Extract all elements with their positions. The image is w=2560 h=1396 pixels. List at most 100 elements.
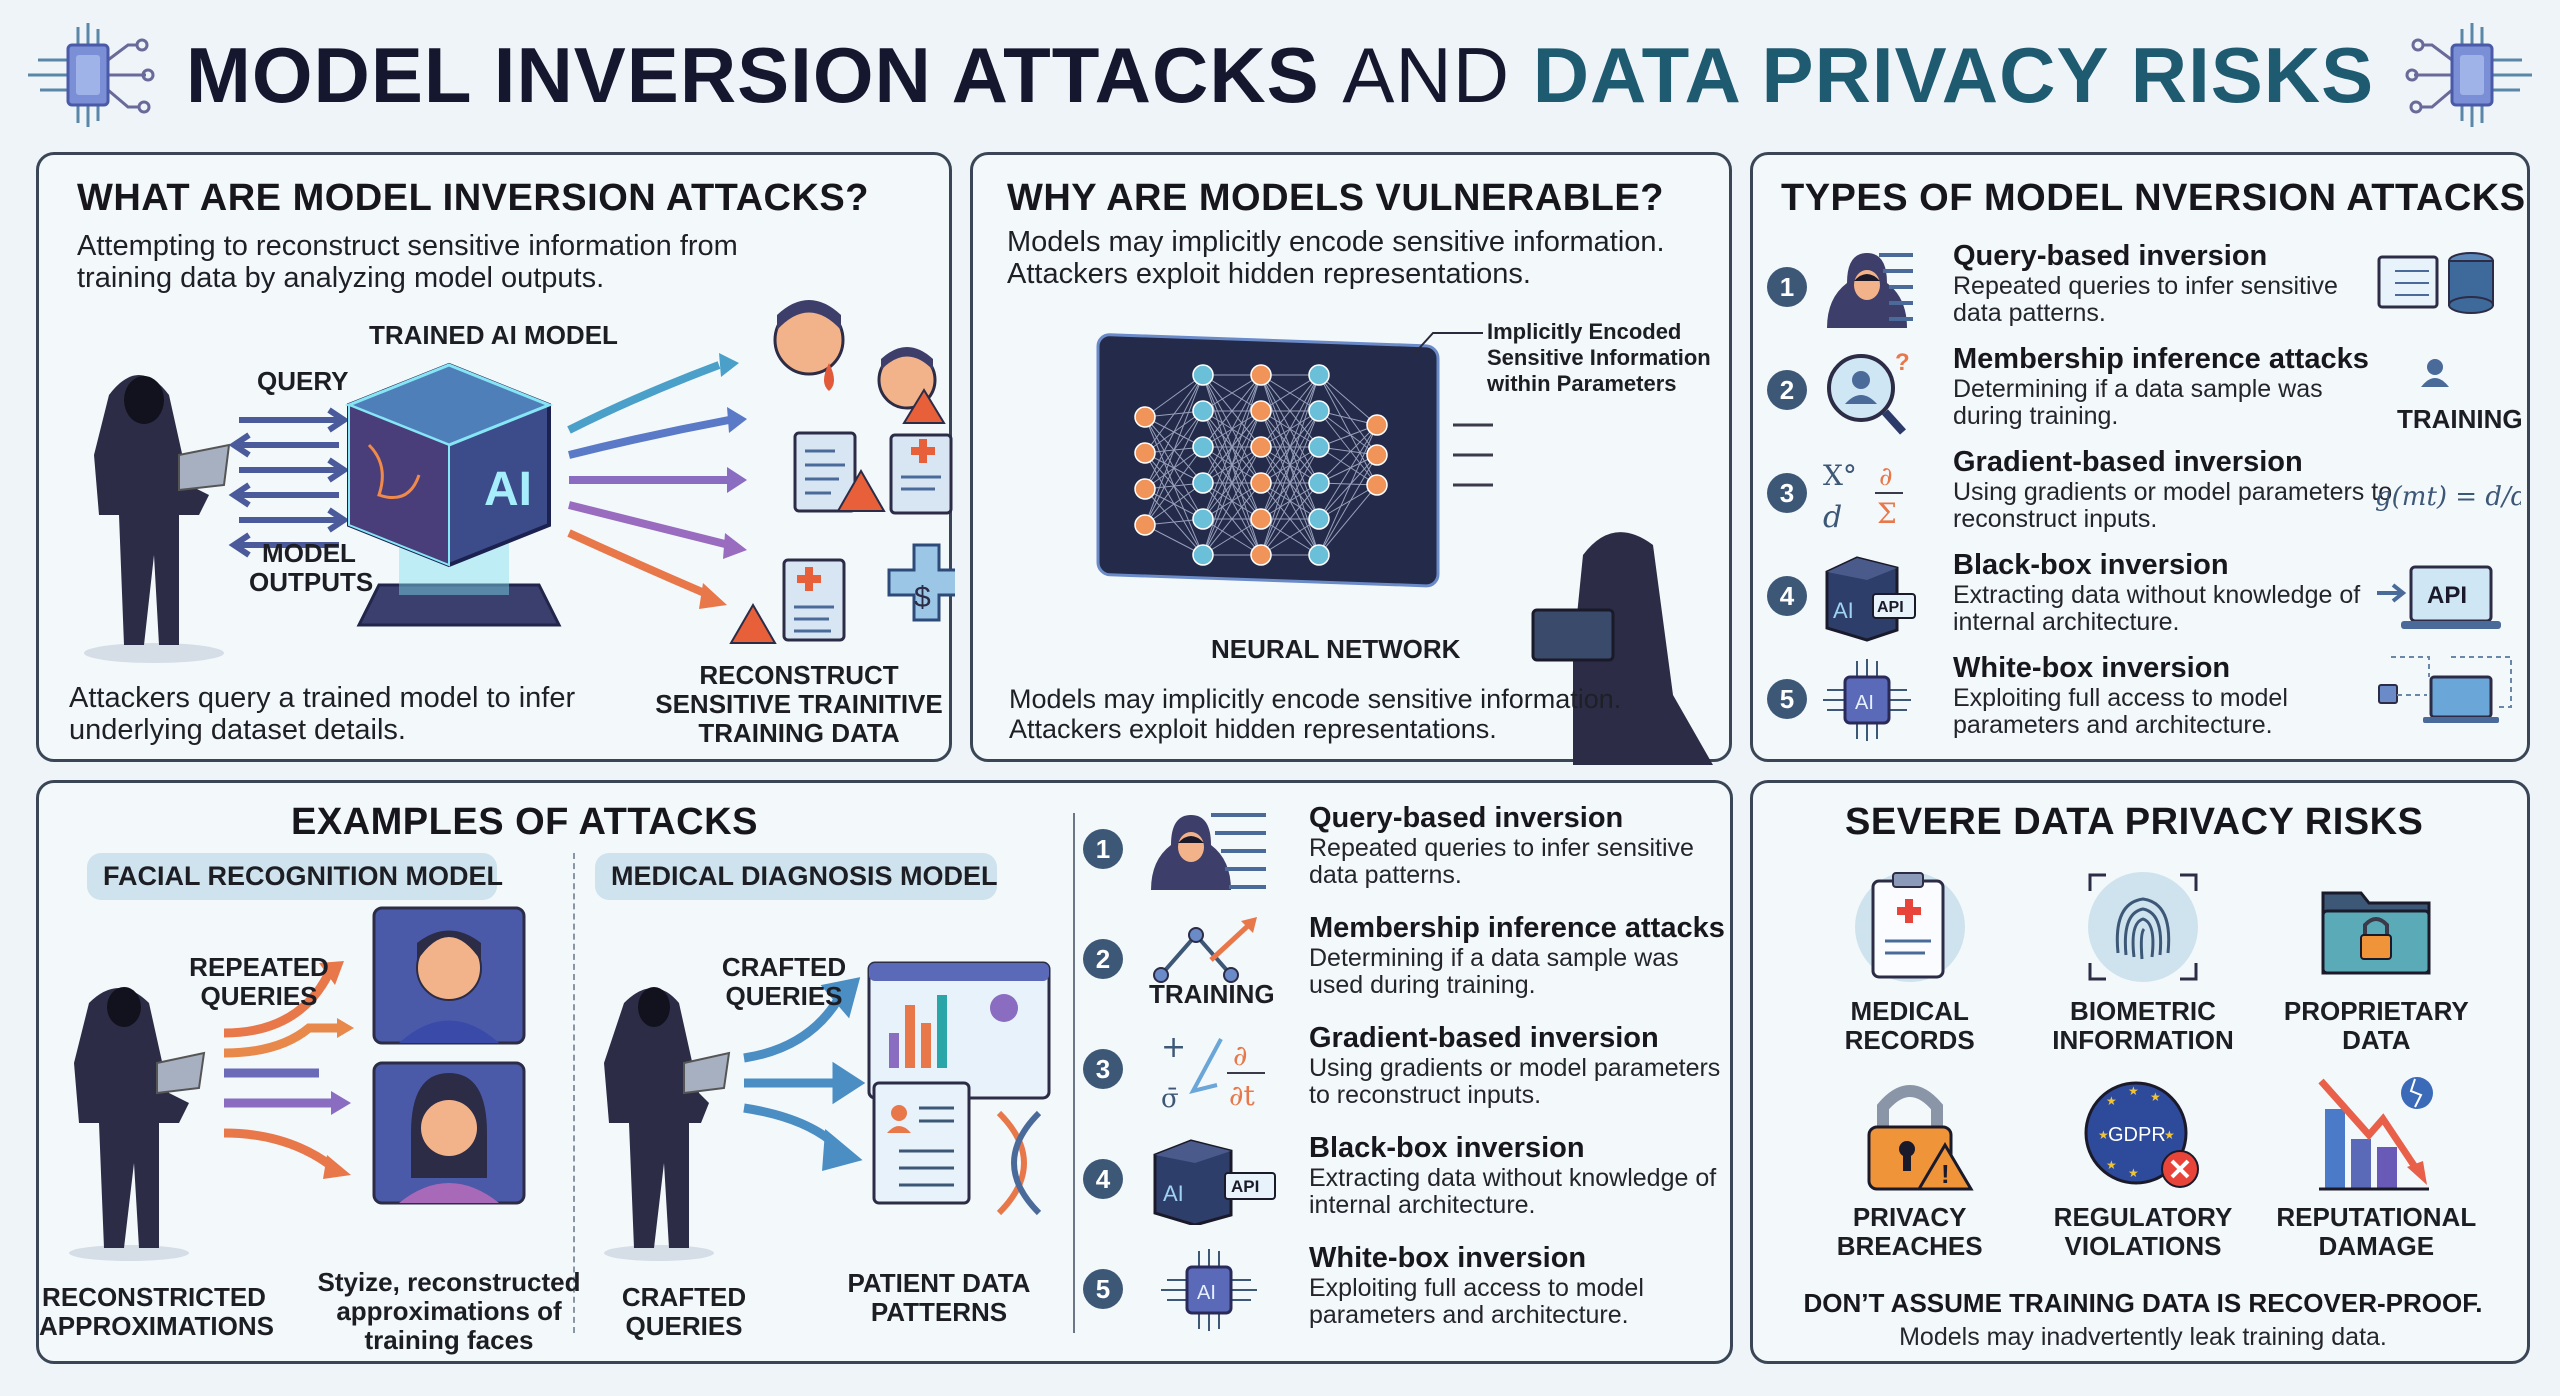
what-are-heading: WHAT ARE MODEL INVERSION ATTACKS? (77, 177, 869, 219)
ai-chip-icon: AI (1161, 1249, 1257, 1331)
neural-network-label: NEURAL NETWORK (1211, 634, 1461, 664)
page-header: MODEL INVERSION ATTACKS AND DATA PRIVACY… (0, 0, 2560, 150)
fingerprint-icon (2087, 872, 2198, 982)
type-description: Extracting data without knowledge of int… (1953, 580, 2361, 637)
api-laptop-icon: API (2377, 565, 2501, 629)
circuit-chip-icon (27, 23, 155, 127)
math-symbols-icon: + σ̄ ∂ ∂t (1161, 1030, 1265, 1114)
type-title: Query-based inversion (1309, 802, 1624, 834)
risk-item: REPUTATIONAL DAMAGE (2260, 1069, 2493, 1261)
svg-text:★: ★ (2106, 1158, 2117, 1172)
training-graph-icon (1153, 917, 1257, 983)
svg-text:AI: AI (1855, 692, 1874, 714)
output-arrows (567, 353, 747, 609)
svg-text:∂: ∂ (1879, 462, 1892, 492)
nn-node (1192, 472, 1214, 494)
type-item-whitebox: 5 AI White-box inversion Exploiting full… (1083, 1242, 1723, 1353)
svg-text:Σ: Σ (1877, 497, 1897, 530)
nn-edge (1144, 524, 1204, 556)
what-are-illustration: AI (84, 300, 955, 663)
face-icon (877, 347, 946, 424)
nn-edge (1202, 374, 1262, 448)
number-badge: 5 (1767, 679, 1807, 719)
type-title: Gradient-based inversion (1309, 1022, 1659, 1054)
svg-text:★: ★ (2128, 1084, 2139, 1098)
nn-edge (1202, 410, 1262, 556)
ai-cube-icon: AI (344, 362, 562, 627)
risk-item: PROPRIETARY DATA (2260, 863, 2493, 1055)
type-item-gradient: 3 X° d ∂ Σ Gradient-based inversion Usin… (1767, 446, 2392, 550)
warning-icon (729, 603, 777, 644)
whitebox-laptop-icon (2378, 656, 2512, 723)
model-outputs-label: MODEL OUTPUTS (249, 538, 374, 598)
nn-node (1250, 364, 1272, 386)
svg-text:AI: AI (1163, 1181, 1184, 1206)
examples-illustration (69, 906, 1051, 1261)
svg-text:+: + (1161, 1030, 1186, 1065)
risks-panel: SEVERE DATA PRIVACY RISKS MEDICAL RECORD… (1750, 780, 2530, 1364)
nn-node (1250, 400, 1272, 422)
type-description: Determining if a data sample was during … (1953, 374, 2323, 431)
svg-text:X°: X° (1823, 459, 1857, 492)
type-title: Black-box inversion (1953, 549, 2229, 581)
nn-node (1134, 478, 1156, 500)
nn-edge (1260, 374, 1320, 412)
nn-edge (1318, 454, 1378, 520)
examples-panel: EXAMPLES OF ATTACKS FACIAL RECOGNITION M… (36, 780, 1733, 1364)
svg-text:API: API (2427, 582, 2467, 609)
nn-edge (1202, 518, 1262, 556)
nn-edge (1144, 374, 1204, 490)
padlock-warning-icon: ! (1867, 1085, 1974, 1191)
face-icon (773, 300, 845, 391)
type-title: White-box inversion (1953, 652, 2231, 684)
encoded-info-annotation: Implicitly Encoded Sensitive Information… (1487, 319, 1711, 396)
formula-text: g(mt) = d/dxt (2375, 482, 2521, 512)
why-vulnerable-panel: WHY ARE MODELS VULNERABLE? Models may im… (970, 152, 1732, 765)
warning-subtext: Models may inadvertently leak training d… (1899, 1323, 2387, 1351)
training-label: TRAINING (2397, 404, 2523, 434)
risks-heading: SEVERE DATA PRIVACY RISKS (1845, 801, 2424, 843)
nn-edge (1144, 482, 1204, 526)
page-title: MODEL INVERSION ATTACKS AND DATA PRIVACY… (186, 30, 2374, 121)
nn-edge (1318, 424, 1378, 484)
nn-edge (1318, 410, 1378, 486)
nn-edge (1260, 482, 1320, 556)
medical-cross-icon: $ (887, 543, 955, 622)
risk-item: MEDICAL RECORDS (1793, 863, 2026, 1055)
nn-node (1250, 508, 1272, 530)
form-database-icon (2377, 252, 2494, 314)
nn-edge (1202, 374, 1262, 556)
black-box-api-icon: AI API (1825, 556, 1916, 642)
svg-text:★: ★ (2098, 1128, 2109, 1142)
query-label: QUERY (257, 366, 349, 396)
hooded-attacker-icon (69, 987, 206, 1261)
number-badge: 2 (1083, 939, 1123, 979)
type-description: Using gradients or model parameters to r… (1309, 1053, 1721, 1110)
number-badge: 5 (1083, 1269, 1123, 1309)
risk-label: BIOMETRIC INFORMATION (2052, 996, 2234, 1056)
query-arrows (228, 407, 350, 558)
nn-edge (1144, 410, 1204, 526)
nn-node (1192, 436, 1214, 458)
risk-item: GDPR ★★★★★★★ REGULATORY VIOLATIONS (2026, 1069, 2259, 1261)
what-are-description: Attempting to reconstruct sensitive info… (77, 230, 738, 294)
nn-edge (1260, 446, 1320, 556)
svg-text:★: ★ (2128, 1166, 2139, 1180)
magnifier-user-icon: ? (1827, 349, 1910, 435)
nn-node (1192, 400, 1214, 422)
svg-text:API: API (1877, 599, 1904, 616)
what-are-panel: AI (36, 152, 955, 762)
why-vulnerable-heading: WHY ARE MODELS VULNERABLE? (1007, 177, 1664, 219)
nn-node (1308, 364, 1330, 386)
nn-edge (1318, 484, 1378, 556)
nn-edge (1260, 374, 1320, 484)
circuit-chip-icon (2405, 23, 2533, 127)
type-item-gradient: 3 + σ̄ ∂ ∂t Gradient-based inversion Usi… (1083, 1022, 1723, 1133)
hooded-attacker-icon (1531, 532, 1713, 765)
risk-label: PROPRIETARY DATA (2283, 996, 2469, 1056)
dashboard-icon (867, 961, 1051, 1100)
number-badge: 4 (1083, 1159, 1123, 1199)
svg-text:!: ! (1941, 1159, 1950, 1189)
nn-node (1250, 544, 1272, 566)
nn-edge (1144, 374, 1204, 418)
